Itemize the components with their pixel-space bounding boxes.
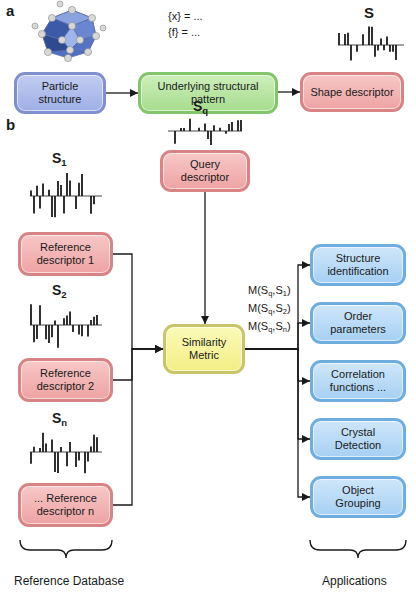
metric-label: ) (287, 284, 291, 296)
descriptor-symbol: 1 (61, 157, 66, 168)
application-box: Crystal Detection (310, 418, 406, 460)
connector-arrow (106, 92, 138, 93)
group-label-group: Reference Database (14, 574, 124, 588)
box-label: Similarity Metric (172, 336, 236, 362)
metric-label: M(S (248, 320, 268, 332)
application-box: Order parameters (310, 302, 406, 344)
metric-label-group: M(Sq,S1) (248, 284, 291, 298)
box-label: Order parameters (319, 310, 397, 336)
connector-arrow (245, 349, 310, 439)
metric-label: q (268, 307, 272, 316)
pattern-box: Underlying structural pattern (138, 72, 278, 114)
descriptor-symbol: S (52, 410, 61, 426)
application-box: Object Grouping (310, 476, 406, 518)
group-label: Applications (322, 574, 387, 588)
application-box: Correlation functions ... (310, 360, 406, 402)
box-label: Underlying structural pattern (147, 80, 269, 106)
descriptor-box: Query descriptor (160, 150, 250, 192)
box-label: Query descriptor (169, 158, 241, 184)
box-label: Particle structure (23, 80, 97, 106)
box-label: Reference descriptor 1 (27, 241, 104, 267)
panel-letter: a (6, 2, 14, 19)
connector-arrow (278, 91, 300, 92)
descriptor-box: ... Reference descriptor n (18, 483, 113, 527)
panel-letter: b (6, 116, 15, 133)
panel-letter-group: a (6, 2, 14, 19)
descriptor-symbol-group: Sq (193, 98, 208, 116)
metric-label: ) (287, 302, 291, 314)
descriptor-symbol: S (52, 282, 61, 298)
particle-box: Particle structure (14, 72, 106, 114)
metric-label: q (268, 289, 272, 298)
box-label: Object Grouping (319, 484, 397, 510)
box-label: Shape descriptor (310, 86, 393, 99)
metric-label-group: M(Sq,S2) (248, 302, 291, 316)
descriptor-symbol-group: S1 (52, 150, 67, 168)
box-label: Correlation functions ... (319, 368, 397, 394)
descriptor-box: Shape descriptor (300, 72, 404, 112)
metric-label: ,S (272, 302, 282, 314)
descriptor-box: Reference descriptor 1 (18, 232, 113, 276)
panel-letter-group: b (6, 116, 15, 133)
metric-label: ,S (272, 320, 282, 332)
formula-label: {x} = ... (168, 10, 203, 22)
descriptor-symbol-group: Sn (52, 410, 67, 428)
metric-label: 1 (283, 289, 287, 298)
connector-arrow (245, 349, 310, 381)
metric-label: M(S (248, 284, 268, 296)
metric-label: ,S (272, 284, 282, 296)
connector-arrow (204, 192, 205, 324)
connector-arrow (113, 349, 163, 380)
metric-label: ) (287, 320, 291, 332)
connector-arrow (245, 349, 310, 497)
descriptor-symbol: n (61, 417, 67, 428)
descriptor-symbol: S (193, 98, 202, 114)
box-label: Crystal Detection (319, 426, 397, 452)
application-box: Structure identification (310, 244, 406, 286)
descriptor-symbol: 2 (61, 289, 66, 300)
group-label-group: Applications (322, 574, 387, 588)
metric-label: q (268, 325, 272, 334)
box-label: ... Reference descriptor n (27, 492, 104, 518)
metric-label: 2 (283, 307, 287, 316)
metric-label: n (283, 325, 287, 334)
connector-arrow (113, 254, 163, 349)
descriptor-symbol-group: S2 (52, 282, 67, 300)
group-label: Reference Database (14, 574, 124, 588)
metric-label-group: M(Sq,Sn) (248, 320, 291, 334)
box-label: Structure identification (319, 252, 397, 278)
brace (20, 540, 406, 558)
descriptor-box: Reference descriptor 2 (18, 358, 113, 402)
formula-label-group: {x} = ... (168, 10, 203, 22)
box-label: Reference descriptor 2 (27, 367, 104, 393)
descriptor-symbol: S (52, 150, 61, 166)
metric-box: Similarity Metric (163, 324, 245, 374)
formula-label-group: {f} = ... (168, 26, 200, 38)
descriptor-symbol-group: S (364, 4, 374, 21)
formula-label: {f} = ... (168, 26, 200, 38)
metric-label: M(S (248, 302, 268, 314)
descriptor-symbol: S (364, 4, 374, 21)
particle-cluster (32, 1, 106, 62)
descriptor-symbol: q (202, 105, 208, 116)
connector-arrow (113, 349, 163, 505)
connector-arrow (245, 265, 310, 349)
